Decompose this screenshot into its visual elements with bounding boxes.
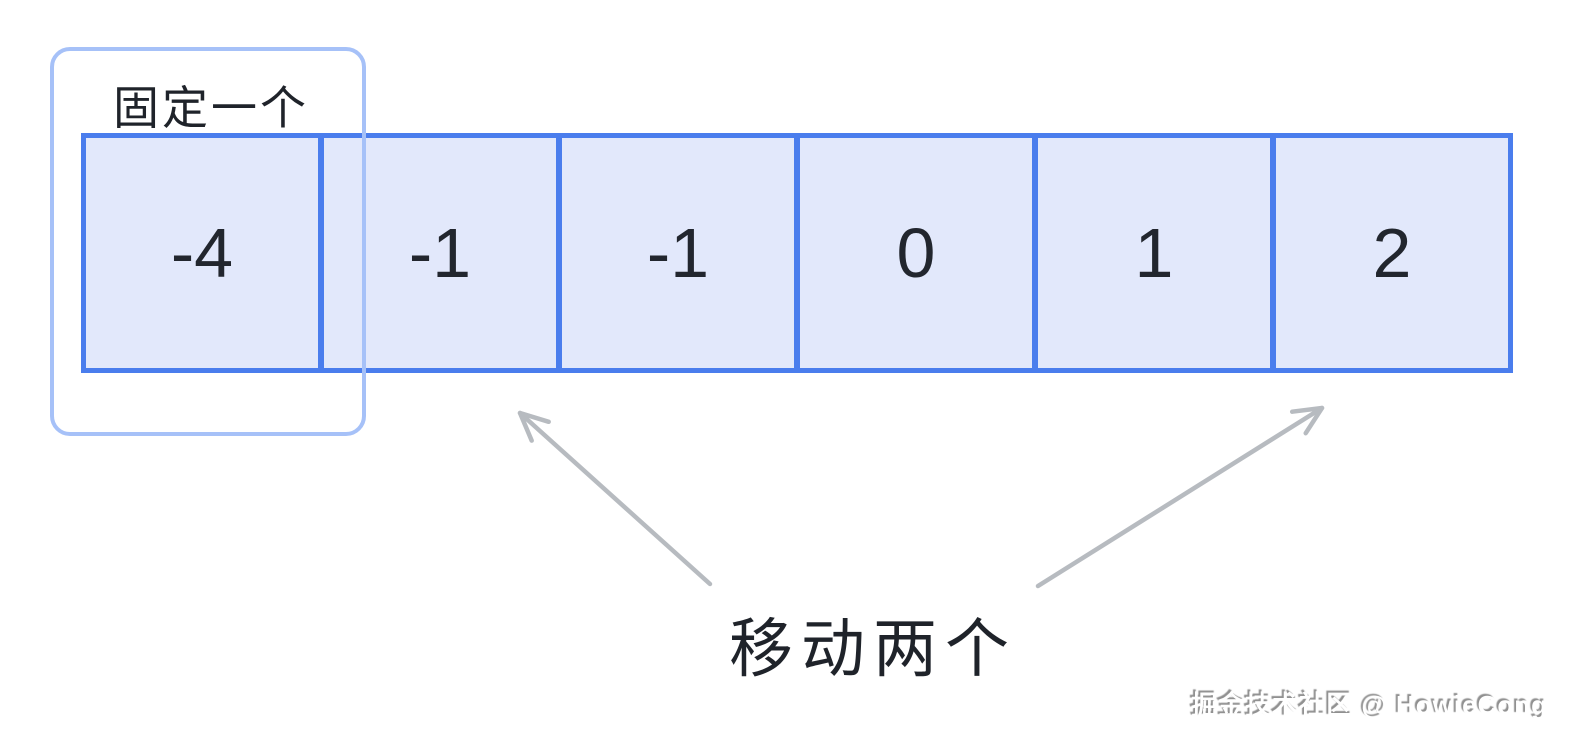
cell-value: -1: [408, 214, 472, 292]
cell-value: -1: [646, 214, 710, 292]
array-cell-2: -1: [557, 133, 799, 373]
cell-value: 0: [896, 214, 936, 292]
watermark: 掘金技术社区 @ HowieCong: [1191, 690, 1548, 720]
right-arrow: [1035, 405, 1325, 589]
array-cell-3: 0: [795, 133, 1037, 373]
move-pointers-label: 移动两个: [729, 613, 1017, 685]
left-arrow: [517, 410, 713, 587]
array-cell-1: -1: [319, 133, 561, 373]
cell-value: 1: [1134, 214, 1174, 292]
array-cell-5: 2: [1271, 133, 1513, 373]
array-row: -4 -1 -1 0 1 2: [81, 133, 1513, 373]
array-cell-4: 1: [1033, 133, 1275, 373]
array-cell-0: -4: [81, 133, 323, 373]
fixed-pointer-label: 固定一个: [113, 82, 309, 134]
cell-value: 2: [1372, 214, 1412, 292]
cell-value: -4: [170, 214, 234, 292]
